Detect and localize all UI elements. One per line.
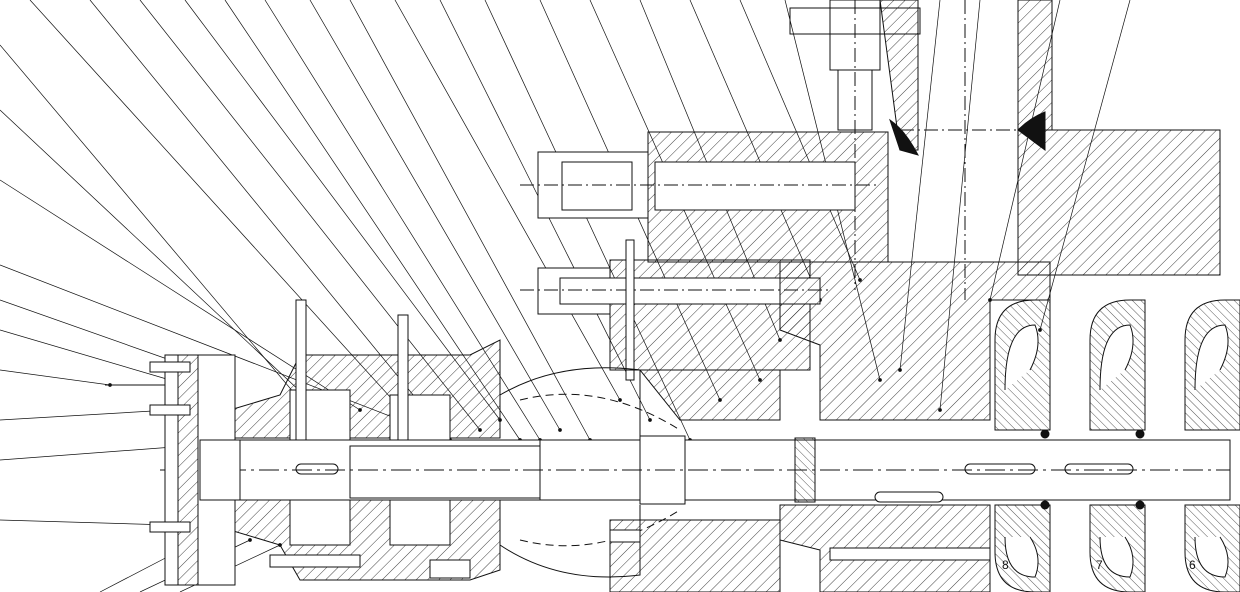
leader-line [0, 409, 171, 421]
impeller-passage [1099, 324, 1134, 391]
stage-label-6: 6 [1189, 558, 1196, 572]
leader-line [0, 329, 171, 381]
bearing-housing-upper [520, 131, 889, 263]
stage-labels: 8 7 6 [1002, 558, 1196, 572]
leader-line [349, 0, 591, 441]
discharge-nozzle [879, 0, 1221, 300]
impeller-passage [1194, 536, 1229, 578]
leader-line [309, 0, 561, 431]
leader-line [0, 519, 171, 526]
leader-line [0, 299, 171, 361]
leader-dot [618, 398, 622, 402]
bearing-housing-middle [520, 239, 830, 381]
suction-bowl [499, 367, 681, 578]
impeller-stages [994, 299, 1240, 592]
leader-line [0, 109, 321, 411]
leader-dot [648, 418, 652, 422]
leader-line [0, 369, 111, 386]
bearing-end-cover [105, 354, 241, 586]
impeller-passage [1004, 536, 1039, 578]
stage-label-8: 8 [1002, 558, 1009, 572]
leader-line [394, 0, 621, 401]
leader-dot [558, 428, 562, 432]
leader-line [0, 44, 301, 401]
leader-dot [248, 538, 252, 542]
impeller-passage [1004, 324, 1039, 391]
stage-label-7: 7 [1096, 558, 1103, 572]
lower-bolts [269, 529, 991, 579]
impeller-passage [1194, 324, 1229, 391]
impeller-passage [1099, 536, 1134, 578]
leader-line [184, 0, 501, 421]
pump-shaft [160, 429, 1231, 510]
